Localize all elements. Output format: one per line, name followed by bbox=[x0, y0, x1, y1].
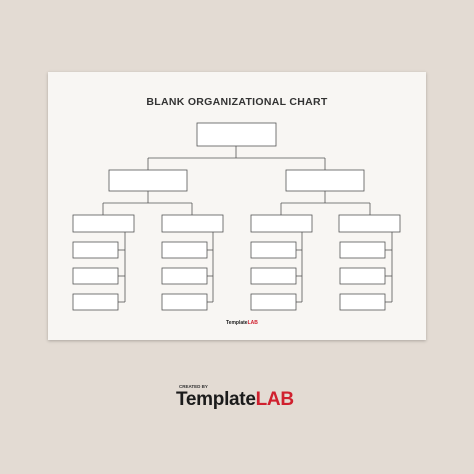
org-box-manager-2 bbox=[285, 169, 365, 192]
sheet-footer-logo: TemplateLAB bbox=[226, 320, 258, 326]
org-box-member-3-3 bbox=[250, 293, 297, 311]
templatelab-credit: CREATED BY TemplateLAB bbox=[0, 384, 474, 414]
org-box-manager-1 bbox=[108, 169, 188, 192]
org-box-member-2-2 bbox=[161, 267, 208, 285]
chart-title: BLANK ORGANIZATIONAL CHART bbox=[146, 96, 328, 108]
org-box-member-1-1 bbox=[72, 241, 119, 259]
org-box-member-1-2 bbox=[72, 267, 119, 285]
org-box-member-4-1 bbox=[339, 241, 386, 259]
templatelab-logo-template: Template bbox=[176, 389, 256, 410]
org-box-lead-1 bbox=[72, 214, 135, 233]
org-box-lead-2 bbox=[161, 214, 224, 233]
org-box-member-3-1 bbox=[250, 241, 297, 259]
org-box-member-4-3 bbox=[339, 293, 386, 311]
org-box-lead-3 bbox=[250, 214, 313, 233]
org-box-member-1-3 bbox=[72, 293, 119, 311]
sheet-footer-logo-template: Template bbox=[226, 320, 248, 326]
org-box-member-3-2 bbox=[250, 267, 297, 285]
org-box-lead-4 bbox=[338, 214, 401, 233]
org-box-root bbox=[196, 122, 277, 147]
created-by-label: CREATED BY bbox=[179, 384, 208, 389]
chart-sheet: BLANK ORGANIZATIONAL CHART bbox=[48, 72, 426, 340]
templatelab-logo-lab: LAB bbox=[255, 389, 294, 410]
org-chart-diagram bbox=[72, 122, 401, 311]
org-box-member-4-2 bbox=[339, 267, 386, 285]
org-box-member-2-3 bbox=[161, 293, 208, 311]
org-box-member-2-1 bbox=[161, 241, 208, 259]
sheet-footer-logo-lab: LAB bbox=[247, 320, 258, 326]
templatelab-logo: TemplateLAB bbox=[176, 389, 294, 411]
